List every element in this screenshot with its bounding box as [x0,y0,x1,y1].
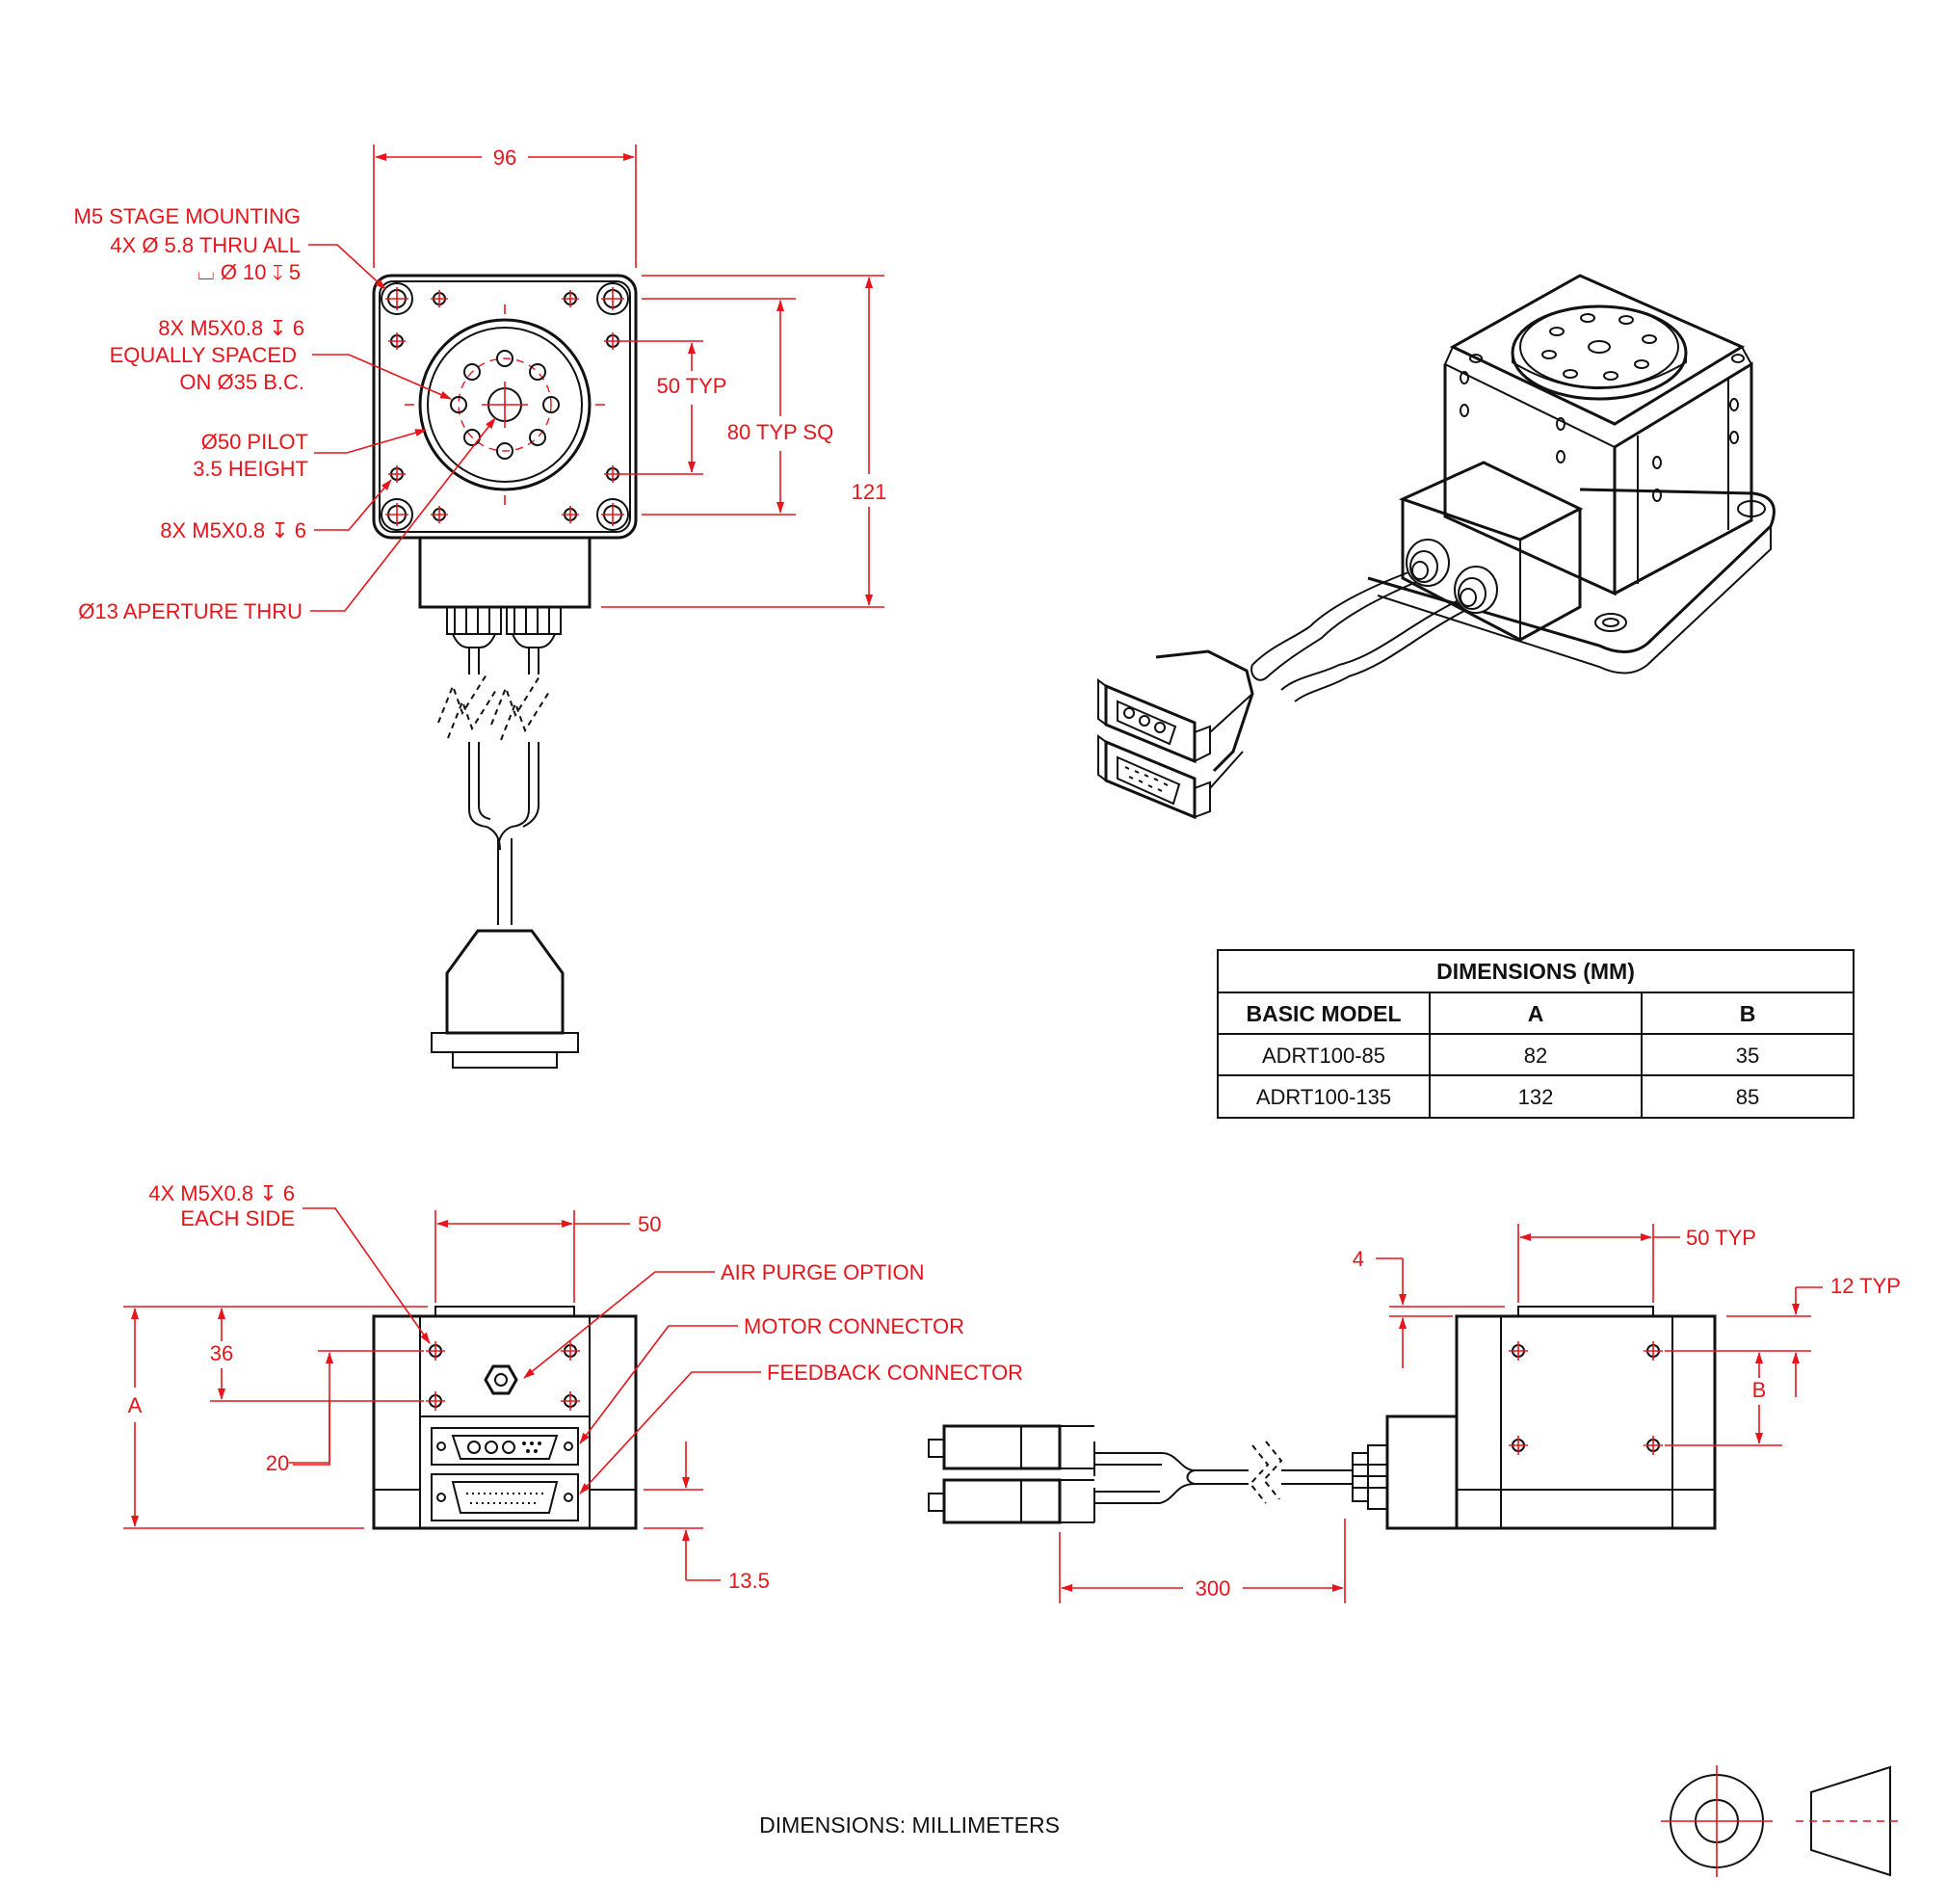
dim-top-height: 121 [852,480,887,504]
table-header-model: BASIC MODEL [1247,1001,1402,1026]
cable-glands [446,606,562,648]
top-view [372,274,638,1069]
isometric-view [1097,274,1776,820]
mounting-holes [381,282,629,531]
table-cell: 82 [1524,1044,1547,1068]
dim-front-20: 20 [266,1451,289,1475]
top-view-dimensions: 96 50 TYP 80 TYP SQ 121 [373,145,887,608]
callout-pilot-line2: 3.5 HEIGHT [193,457,308,481]
callout-bolt-circle-line2: EQUALLY SPACED [110,343,297,367]
dim-front-width: 50 [638,1212,661,1236]
table-cell: ADRT100-135 [1256,1085,1391,1109]
front-view-body [372,1314,638,1530]
table-header-a: A [1528,1001,1544,1026]
iso-table-holes [1541,313,1657,381]
bolt-circle-holes [450,350,560,460]
dim-side-pitch: 50 TYP [1686,1226,1756,1250]
callout-aperture: Ø13 APERTURE THRU [78,599,303,623]
pilot-circle [418,318,592,491]
dim-front-13-5: 13.5 [728,1569,770,1593]
side-view-body [1455,1314,1717,1530]
dim-top-pitch: 50 TYP [657,374,727,398]
projection-symbol [1661,1765,1904,1877]
table-cell: ADRT100-85 [1262,1044,1385,1068]
table-cell: 85 [1736,1085,1759,1109]
perimeter-holes [388,290,621,523]
dim-side-12: 12 TYP [1830,1274,1901,1298]
table-cell: 132 [1518,1085,1554,1109]
dim-top-square: 80 TYP SQ [727,420,833,444]
callout-feedback-connector: FEEDBACK CONNECTOR [767,1361,1023,1385]
cables [437,648,550,925]
callout-mounting-line1: M5 STAGE MOUNTING [74,204,302,228]
table-header-b: B [1740,1001,1756,1026]
feedback-connector [431,1473,579,1521]
bolt-circle [458,357,552,452]
dim-side-b: B [1752,1378,1767,1402]
top-view-callouts: M5 STAGE MOUNTING 4X Ø 5.8 THRU ALL ⌴ Ø … [74,204,496,623]
connector-housing [418,536,592,609]
table-cell: 35 [1736,1044,1759,1068]
front-view-dimensions: 50 A 36 20 13.5 4X M5X0.8 ↧ 6 EACH SIDE … [123,1181,1023,1593]
motor-connector [431,1427,579,1466]
iso-top-face [1449,274,1746,426]
callout-air-purge: AIR PURGE OPTION [721,1260,924,1284]
callout-pilot-line1: Ø50 PILOT [201,430,308,454]
callout-holes: 8X M5X0.8 ↧ 6 [160,518,306,542]
dim-cable-length: 300 [1196,1576,1231,1600]
units-note: DIMENSIONS: MILLIMETERS [759,1812,1060,1838]
db-connector [431,929,579,1069]
callout-side-holes-line1: 4X M5X0.8 ↧ 6 [148,1181,295,1205]
callout-side-holes-line2: EACH SIDE [180,1206,295,1230]
iso-dsub-connectors [1097,649,1254,820]
dim-front-36: 36 [210,1341,233,1365]
side-view [928,1306,1717,1530]
callout-bolt-circle-line1: 8X M5X0.8 ↧ 6 [158,316,304,340]
callout-mounting-line2: 4X Ø 5.8 THRU ALL [110,233,301,257]
air-purge-fitting [484,1364,518,1395]
callout-bolt-circle-line3: ON Ø35 B.C. [179,370,304,394]
side-dsub-connectors [928,1424,1094,1524]
dimensions-table: DIMENSIONS (MM) BASIC MODEL A B ADRT100-… [1217,949,1855,1119]
front-view [372,1306,638,1530]
dim-front-a: A [128,1393,143,1417]
dim-side-4: 4 [1353,1247,1364,1271]
table-title: DIMENSIONS (MM) [1436,959,1635,984]
iso-side-holes [1460,354,1745,502]
callout-motor-connector: MOTOR CONNECTOR [744,1314,964,1338]
dim-top-width: 96 [493,145,516,170]
iso-cables [1250,571,1465,702]
side-view-dimensions: 50 TYP 4 12 TYP B 300 [1059,1224,1901,1603]
callout-mounting-line3: ⌴ Ø 10 ↧ 5 [197,260,301,284]
iso-cable-glands [1406,539,1498,614]
